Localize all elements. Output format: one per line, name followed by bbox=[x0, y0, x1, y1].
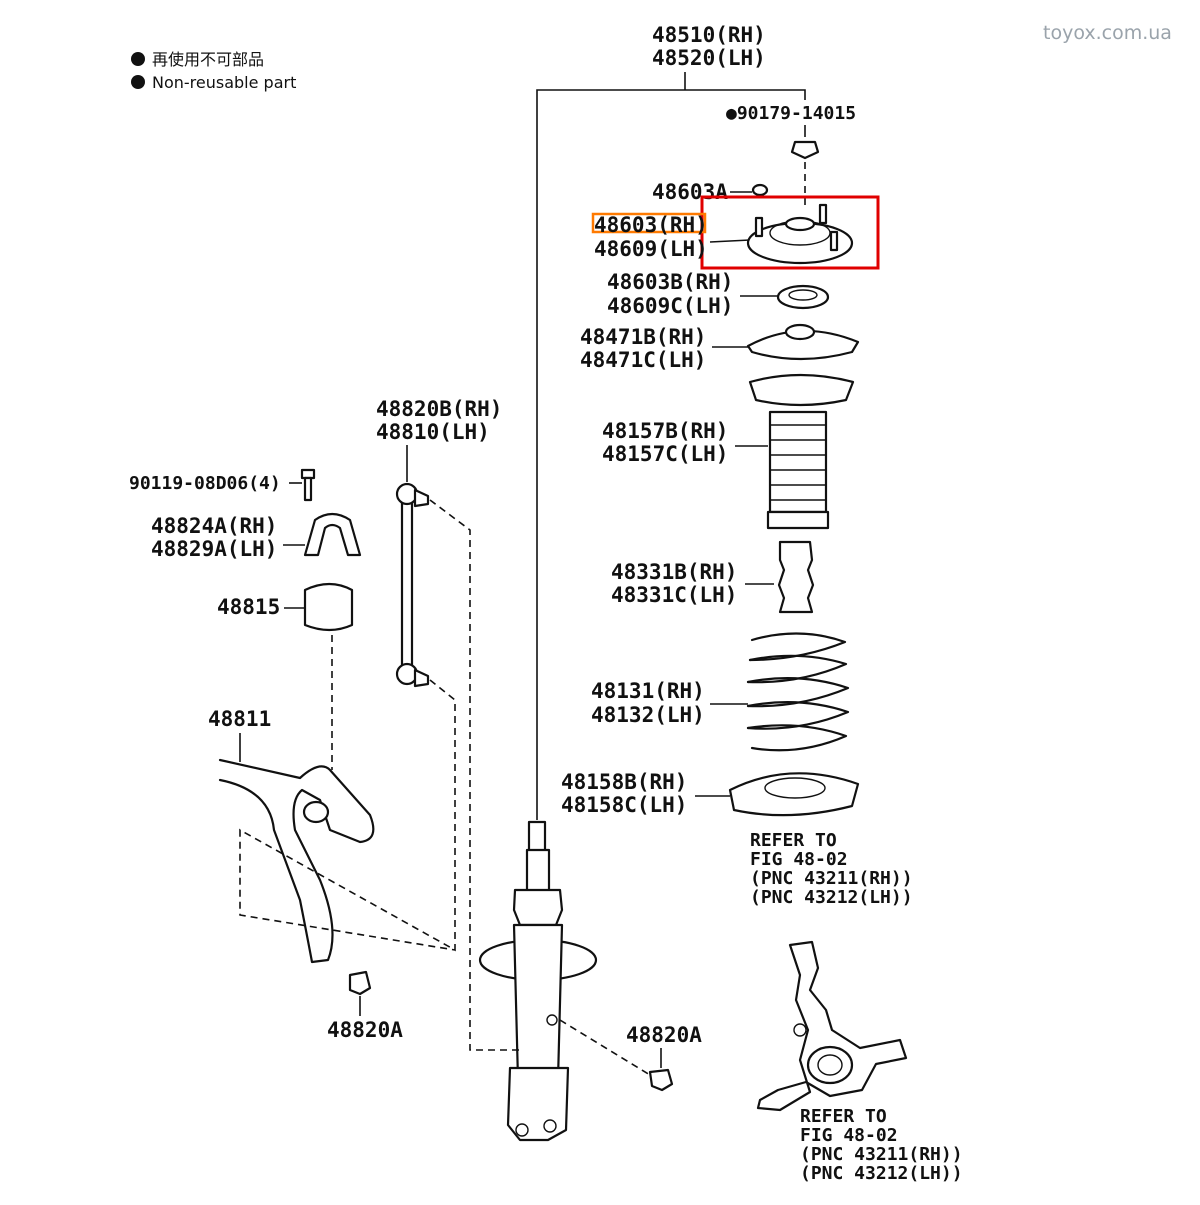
part-strut-shock[interactable] bbox=[478, 820, 598, 1142]
part-stabilizer-bar[interactable]: 48811 bbox=[208, 707, 375, 964]
label-bumper-lh[interactable]: 48331C(LH) bbox=[611, 583, 737, 607]
part-48820a-right[interactable]: 48820A bbox=[559, 1019, 702, 1092]
part-bushing[interactable]: 48815 bbox=[217, 582, 354, 770]
bullet-icon bbox=[131, 75, 145, 89]
label-link-lh[interactable]: 48810(LH) bbox=[376, 420, 490, 444]
legend: 再使用不可部品 Non-reusable part bbox=[131, 50, 296, 92]
part-support-mount[interactable]: 48603(RH) 48609(LH) bbox=[591, 195, 880, 270]
part-upper-seat[interactable]: 48471B(RH) 48471C(LH) bbox=[580, 323, 860, 372]
label-bracket-rh[interactable]: 48824A(RH) bbox=[151, 514, 277, 538]
part-bearing[interactable]: 48603B(RH) 48609C(LH) bbox=[607, 270, 830, 318]
svg-text:REFER TO: REFER TO bbox=[800, 1106, 887, 1127]
label-spring-rh[interactable]: 48131(RH) bbox=[591, 679, 705, 703]
label-bearing-lh[interactable]: 48609C(LH) bbox=[607, 294, 733, 318]
bullet-icon bbox=[131, 52, 145, 66]
part-48820a-left[interactable]: 48820A bbox=[327, 970, 403, 1042]
part-bump-stopper[interactable]: 48331B(RH) 48331C(LH) bbox=[611, 540, 815, 614]
svg-text:FIG 48-02: FIG 48-02 bbox=[750, 849, 848, 870]
label-nut-top[interactable]: ●90179-14015 bbox=[726, 103, 856, 124]
refer-note-1: REFER TO FIG 48-02 (PNC 43211(RH)) (PNC … bbox=[750, 830, 913, 908]
legend-jp: 再使用不可部品 bbox=[152, 50, 264, 69]
label-bracket-lh[interactable]: 48829A(LH) bbox=[151, 537, 277, 561]
refer-note-2: REFER TO FIG 48-02 (PNC 43211(RH)) (PNC … bbox=[800, 1106, 963, 1184]
svg-text:(PNC 43211(RH)): (PNC 43211(RH)) bbox=[750, 868, 913, 889]
label-assembly-lh[interactable]: 48520(LH) bbox=[652, 46, 766, 70]
part-steering-knuckle[interactable] bbox=[756, 940, 908, 1112]
top-nut[interactable]: ●90179-14015 bbox=[726, 103, 856, 205]
part-lower-insulator[interactable]: 48158B(RH) 48158C(LH) bbox=[561, 770, 860, 817]
watermark: toyox.com.ua bbox=[1043, 22, 1172, 44]
svg-text:(PNC 43211(RH)): (PNC 43211(RH)) bbox=[800, 1144, 963, 1165]
label-insulator-rh[interactable]: 48158B(RH) bbox=[561, 770, 687, 794]
part-stabilizer-link[interactable]: 48820B(RH) 48810(LH) bbox=[239, 397, 520, 1051]
label-seat-upper-rh[interactable]: 48471B(RH) bbox=[580, 325, 706, 349]
label-bumper-rh[interactable]: 48331B(RH) bbox=[611, 560, 737, 584]
label-support-lh[interactable]: 48609(LH) bbox=[594, 237, 708, 261]
svg-text:FIG 48-02: FIG 48-02 bbox=[800, 1125, 898, 1146]
assembly-bracket: 48510(RH) 48520(LH) bbox=[536, 23, 806, 820]
label-insulator-lh[interactable]: 48158C(LH) bbox=[561, 793, 687, 817]
part-coil-spring[interactable]: 48131(RH) 48132(LH) bbox=[591, 632, 850, 752]
part-bolt[interactable]: 90119-08D06(4) bbox=[129, 468, 316, 502]
svg-text:REFER TO: REFER TO bbox=[750, 830, 837, 851]
label-spring-lh[interactable]: 48132(LH) bbox=[591, 703, 705, 727]
label-support-rh[interactable]: 48603(RH) bbox=[594, 213, 708, 237]
part-bracket[interactable]: 48824A(RH) 48829A(LH) bbox=[151, 512, 362, 561]
legend-en: Non-reusable part bbox=[152, 73, 296, 92]
label-bushing[interactable]: 48815 bbox=[217, 595, 280, 619]
part-48603a[interactable]: 48603A bbox=[652, 180, 769, 204]
label-nut-right[interactable]: 48820A bbox=[626, 1023, 702, 1047]
label-assembly-rh[interactable]: 48510(RH) bbox=[652, 23, 766, 47]
highlight-label-box bbox=[591, 212, 707, 234]
label-seat-upper-lh[interactable]: 48471C(LH) bbox=[580, 348, 706, 372]
label-bolt[interactable]: 90119-08D06(4) bbox=[129, 473, 281, 494]
label-boot-lh[interactable]: 48157C(LH) bbox=[602, 442, 728, 466]
label-nut-left[interactable]: 48820A bbox=[327, 1018, 403, 1042]
svg-text:(PNC 43212(LH)): (PNC 43212(LH)) bbox=[800, 1163, 963, 1184]
label-stabilizer[interactable]: 48811 bbox=[208, 707, 271, 731]
label-boot-rh[interactable]: 48157B(RH) bbox=[602, 419, 728, 443]
label-48603a[interactable]: 48603A bbox=[652, 180, 728, 204]
label-link-rh[interactable]: 48820B(RH) bbox=[376, 397, 502, 421]
part-dust-boot[interactable]: 48157B(RH) 48157C(LH) bbox=[602, 373, 855, 530]
svg-text:(PNC 43212(LH)): (PNC 43212(LH)) bbox=[750, 887, 913, 908]
label-bearing-rh[interactable]: 48603B(RH) bbox=[607, 270, 733, 294]
